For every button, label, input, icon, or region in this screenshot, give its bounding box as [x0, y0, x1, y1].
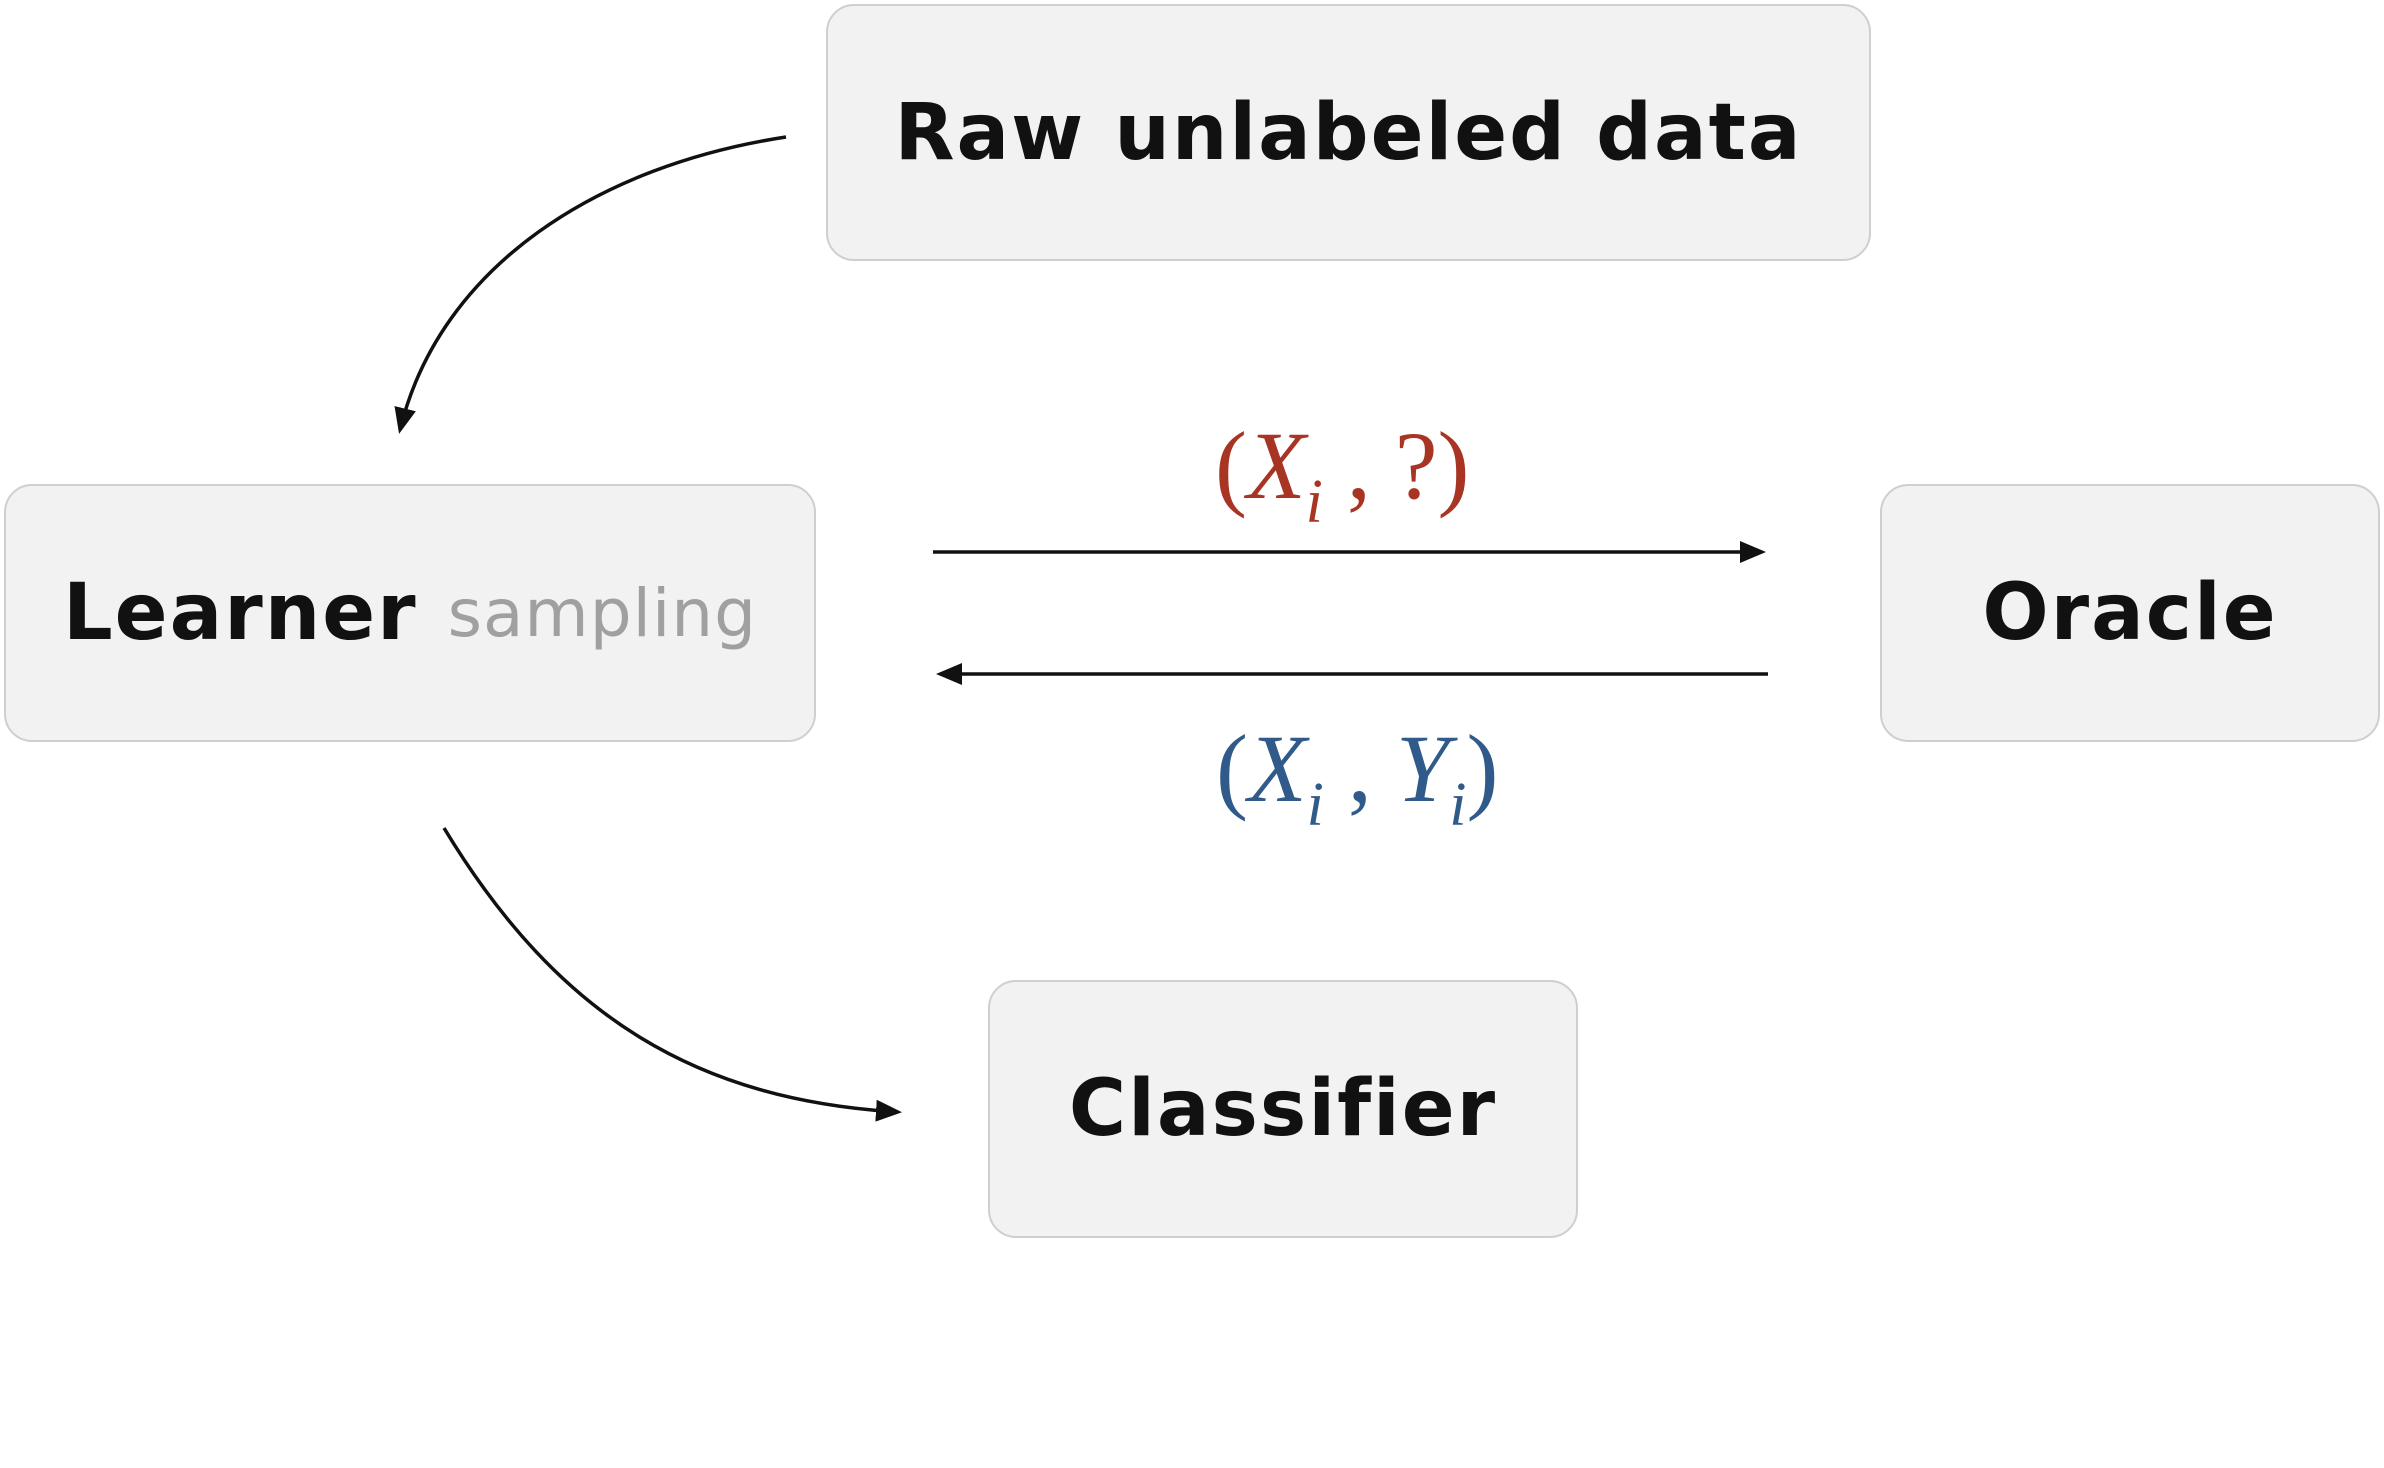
learner-label: Learner — [62, 568, 418, 658]
query-tuple-label: (Xi , ?) — [1215, 412, 1470, 536]
classifier-label: Classifier — [1068, 1064, 1498, 1154]
raw-unlabeled-data-node: Raw unlabeled data — [826, 4, 1871, 261]
learner-node: Learner sampling — [4, 484, 816, 742]
raw-unlabeled-data-label: Raw unlabeled data — [894, 87, 1803, 178]
arrow-raw-to-learner — [394, 135, 787, 434]
classifier-node: Classifier — [988, 980, 1578, 1238]
answer-tuple-label: (Xi , Yi) — [1216, 715, 1499, 839]
learner-sublabel: sampling — [447, 574, 758, 652]
oracle-node: Oracle — [1880, 484, 2380, 742]
arrow-learner-to-classifier — [442, 827, 902, 1122]
oracle-label: Oracle — [1982, 568, 2278, 658]
